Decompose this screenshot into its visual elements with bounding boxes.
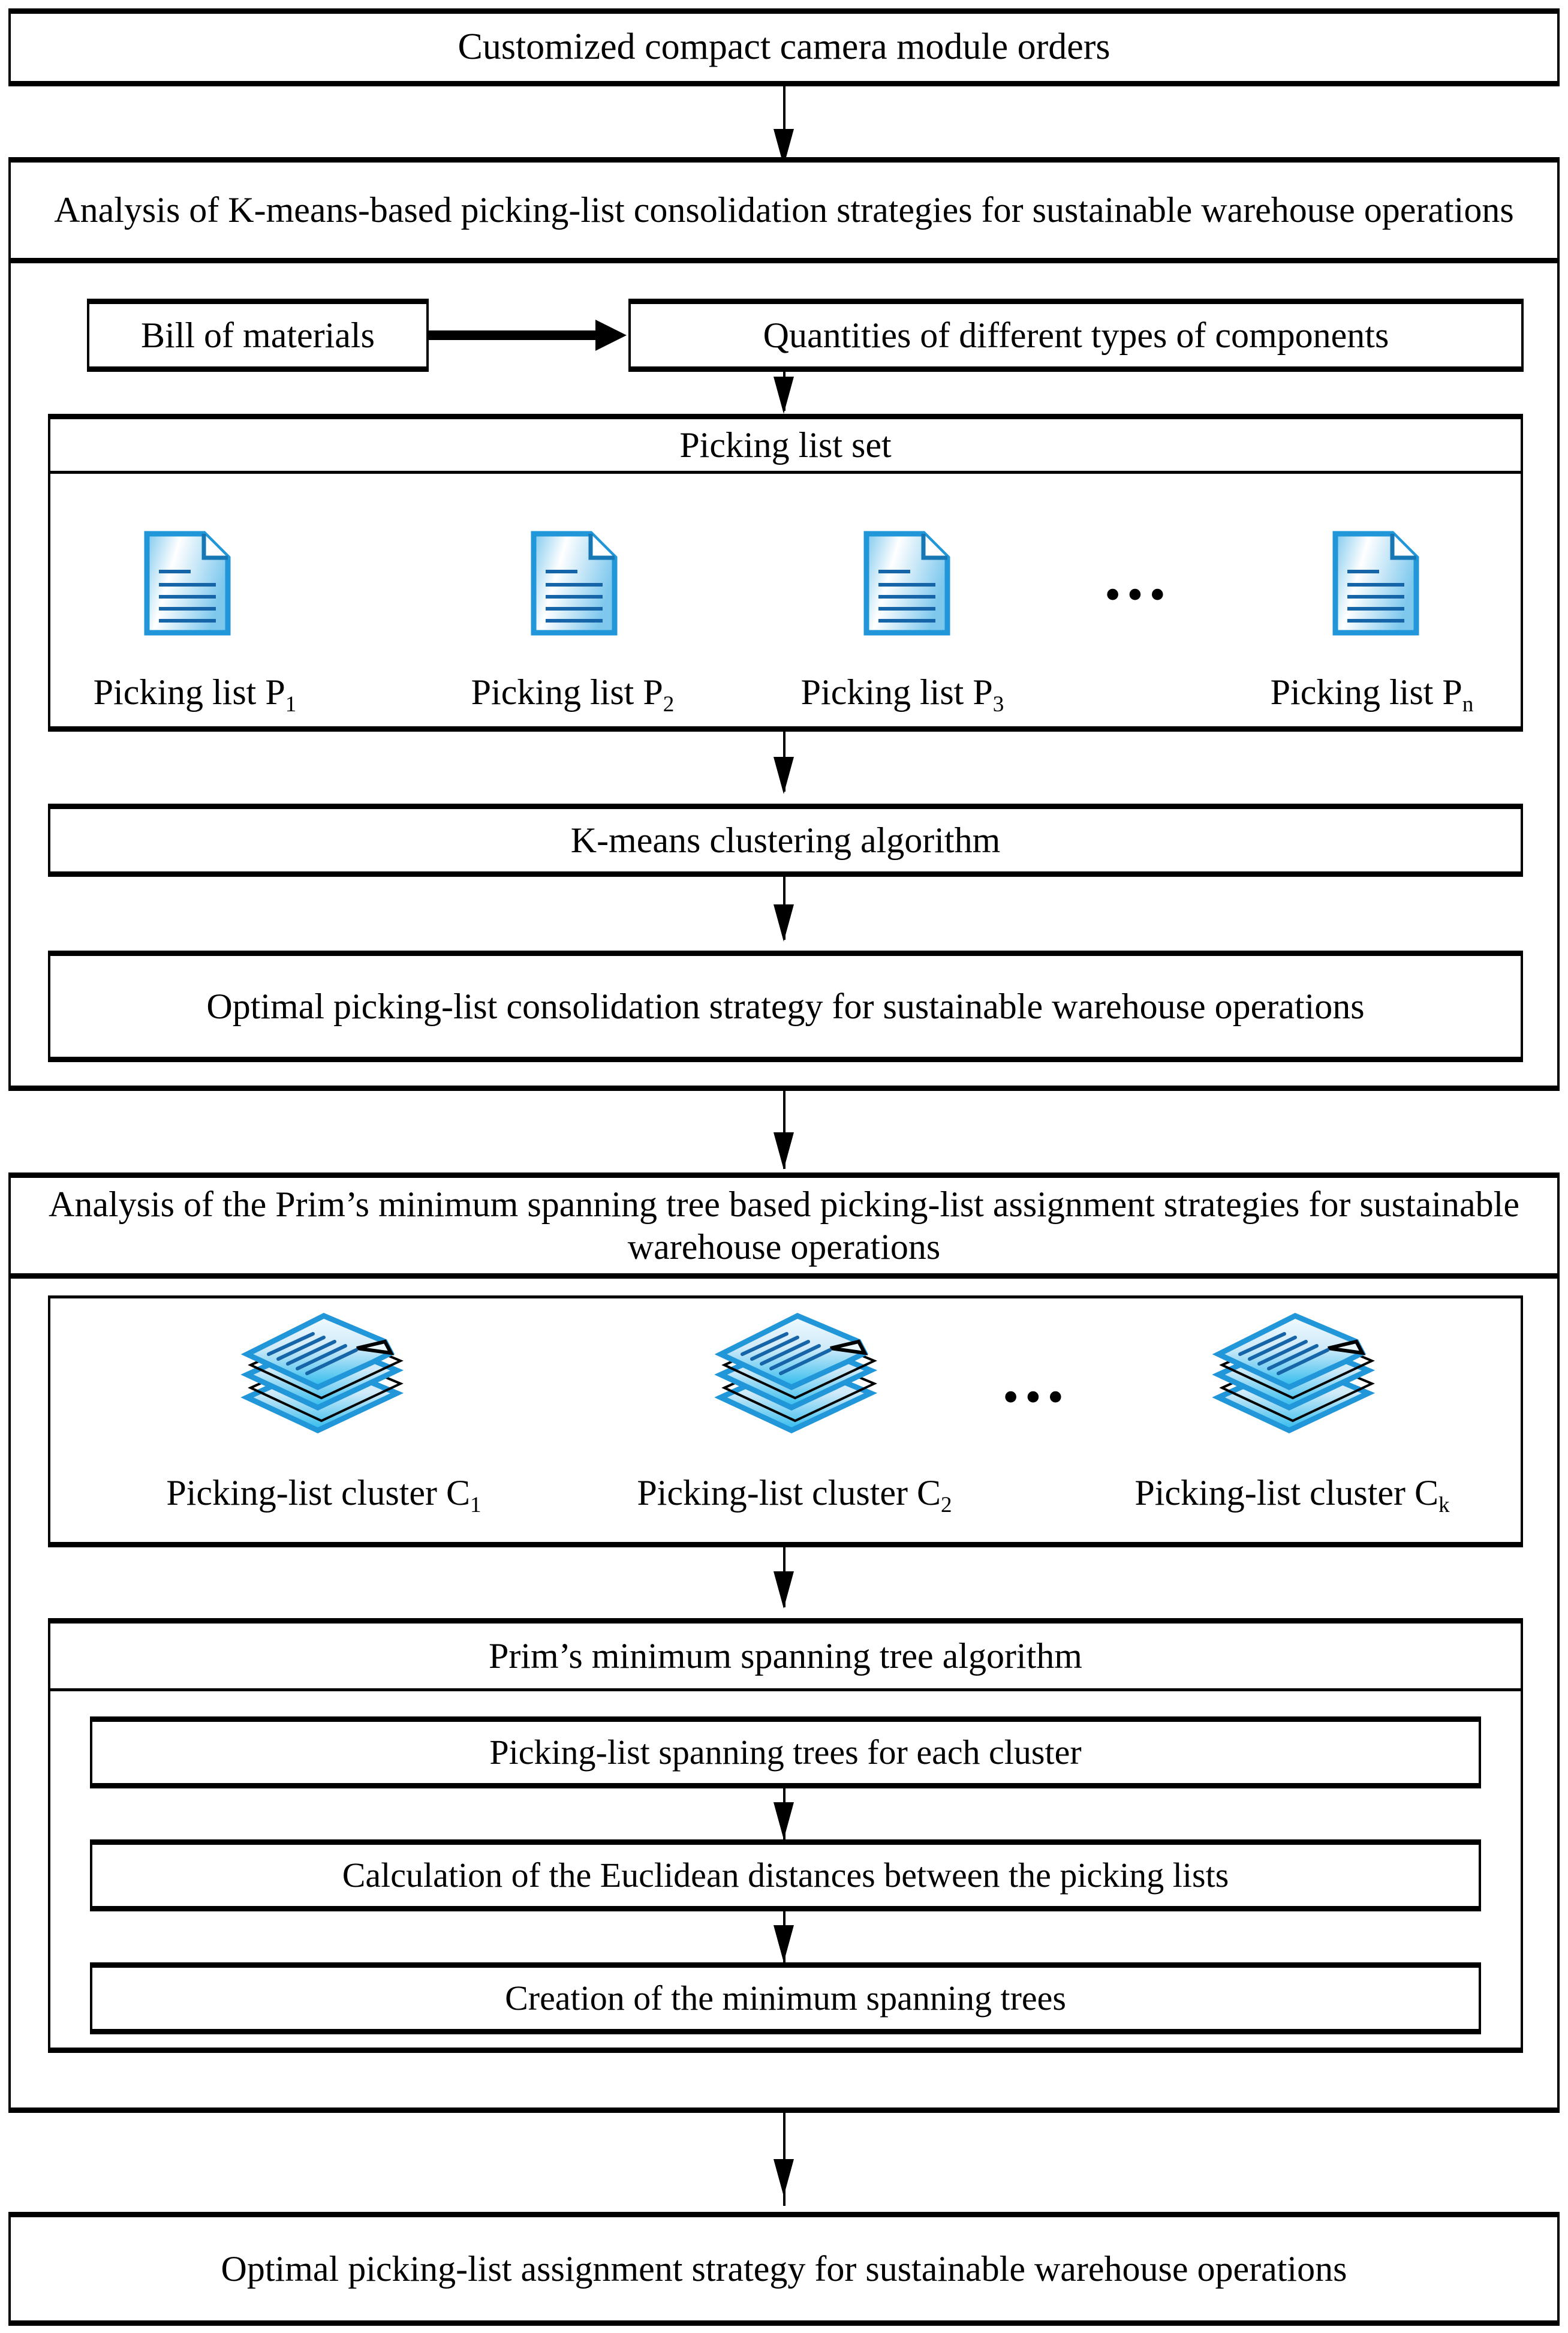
connector-arrowhead-section2-final bbox=[774, 2159, 794, 2196]
connector-arrowhead-quantities-pls bbox=[774, 377, 794, 414]
connector-arrowhead-kmeans-optimal bbox=[774, 904, 794, 942]
connector-arrowhead-pls-kmeans bbox=[774, 757, 794, 794]
cluster-label: Picking-list cluster Ck bbox=[1082, 1472, 1502, 1518]
picking-list-cluster-icon bbox=[1205, 1307, 1379, 1445]
connector-arrowhead-step2-step3 bbox=[774, 1925, 794, 1962]
node-prim-algorithm: Prim’s minimum spanning tree algorithm bbox=[48, 1618, 1523, 1691]
cluster-label-text: Picking-list cluster C bbox=[166, 1473, 471, 1513]
picking-list-label: Picking list Pn bbox=[1228, 672, 1516, 717]
node-prim-step-label: Calculation of the Euclidean distances b… bbox=[342, 1855, 1229, 1895]
node-quantities-components-label: Quantities of different types of compone… bbox=[763, 315, 1389, 355]
node-optimal-consolidation-label: Optimal picking-list consolidation strat… bbox=[206, 986, 1365, 1026]
section-kmeans-header-label: Analysis of K-means-based picking-list c… bbox=[54, 190, 1514, 230]
cluster-label-sub: 2 bbox=[941, 1492, 952, 1517]
node-bill-of-materials: Bill of materials bbox=[87, 299, 429, 372]
picking-list-set-header-label: Picking list set bbox=[679, 425, 892, 465]
picking-list-label: Picking list P2 bbox=[429, 672, 717, 717]
section-kmeans-header: Analysis of K-means-based picking-list c… bbox=[8, 157, 1560, 263]
section-prim-header: Analysis of the Prim’s minimum spanning … bbox=[8, 1172, 1560, 1279]
node-prim-step: Calculation of the Euclidean distances b… bbox=[90, 1839, 1481, 1911]
picking-list-label-text: Picking list P bbox=[800, 672, 993, 712]
connector-line-top bbox=[783, 86, 785, 143]
picking-list-label-sub: 3 bbox=[992, 692, 1004, 717]
picking-list-document-icon bbox=[1332, 531, 1419, 636]
picking-list-label: Picking list P1 bbox=[51, 672, 339, 717]
picking-list-label-sub: 2 bbox=[663, 692, 675, 717]
picking-list-document-icon bbox=[863, 531, 950, 636]
cluster-label-text: Picking-list cluster C bbox=[637, 1473, 941, 1513]
node-prim-step-label: Creation of the minimum spanning trees bbox=[505, 1978, 1066, 2018]
cluster-label: Picking-list cluster C2 bbox=[585, 1472, 1004, 1518]
node-prim-step: Creation of the minimum spanning trees bbox=[90, 1962, 1481, 2034]
node-kmeans-algorithm: K-means clustering algorithm bbox=[48, 804, 1523, 877]
cluster-ellipsis: ••• bbox=[1003, 1370, 1070, 1423]
picking-list-label-text: Picking list P bbox=[471, 672, 663, 712]
node-customized-orders: Customized compact camera module orders bbox=[8, 8, 1560, 86]
connector-arrowhead-section1-section2 bbox=[774, 1132, 794, 1169]
node-prim-step: Picking-list spanning trees for each clu… bbox=[90, 1716, 1481, 1788]
picking-list-label-sub: 1 bbox=[285, 692, 297, 717]
node-quantities-components: Quantities of different types of compone… bbox=[628, 299, 1524, 372]
cluster-label-text: Picking-list cluster C bbox=[1134, 1473, 1439, 1513]
node-kmeans-algorithm-label: K-means clustering algorithm bbox=[570, 820, 1001, 860]
picking-list-cluster-icon bbox=[234, 1307, 408, 1445]
node-prim-step-label: Picking-list spanning trees for each clu… bbox=[489, 1732, 1082, 1772]
picking-list-document-icon bbox=[531, 531, 618, 636]
node-prim-algorithm-label: Prim’s minimum spanning tree algorithm bbox=[489, 1635, 1082, 1676]
cluster-label-sub: k bbox=[1438, 1492, 1450, 1517]
connector-arrowhead-step1-step2 bbox=[774, 1802, 794, 1839]
picking-list-set-header: Picking list set bbox=[48, 414, 1523, 474]
connector-line-bom-quantities bbox=[429, 330, 597, 340]
picking-list-cluster-icon bbox=[708, 1307, 881, 1445]
cluster-label: Picking-list cluster C1 bbox=[114, 1472, 534, 1518]
picking-list-label: Picking list P3 bbox=[759, 672, 1046, 717]
picking-list-label-sub: n bbox=[1462, 692, 1474, 717]
node-optimal-consolidation: Optimal picking-list consolidation strat… bbox=[48, 951, 1523, 1062]
node-bill-of-materials-label: Bill of materials bbox=[141, 315, 375, 355]
picking-list-label-text: Picking list P bbox=[1270, 672, 1462, 712]
node-optimal-assignment-label: Optimal picking-list assignment strategy… bbox=[221, 2248, 1347, 2289]
node-customized-orders-label: Customized compact camera module orders bbox=[458, 26, 1110, 68]
connector-arrowhead-bom-quantities bbox=[595, 320, 627, 351]
picking-list-label-text: Picking list P bbox=[93, 672, 285, 712]
connector-arrowhead-clusters-prim bbox=[774, 1571, 794, 1609]
node-optimal-assignment: Optimal picking-list assignment strategy… bbox=[8, 2212, 1560, 2326]
picking-list-document-icon bbox=[144, 531, 231, 636]
cluster-label-sub: 1 bbox=[470, 1492, 481, 1517]
connector-line-section1-section2 bbox=[783, 1091, 785, 1169]
picking-list-ellipsis: ••• bbox=[1104, 568, 1172, 620]
section-prim-header-label: Analysis of the Prim’s minimum spanning … bbox=[49, 1184, 1519, 1267]
